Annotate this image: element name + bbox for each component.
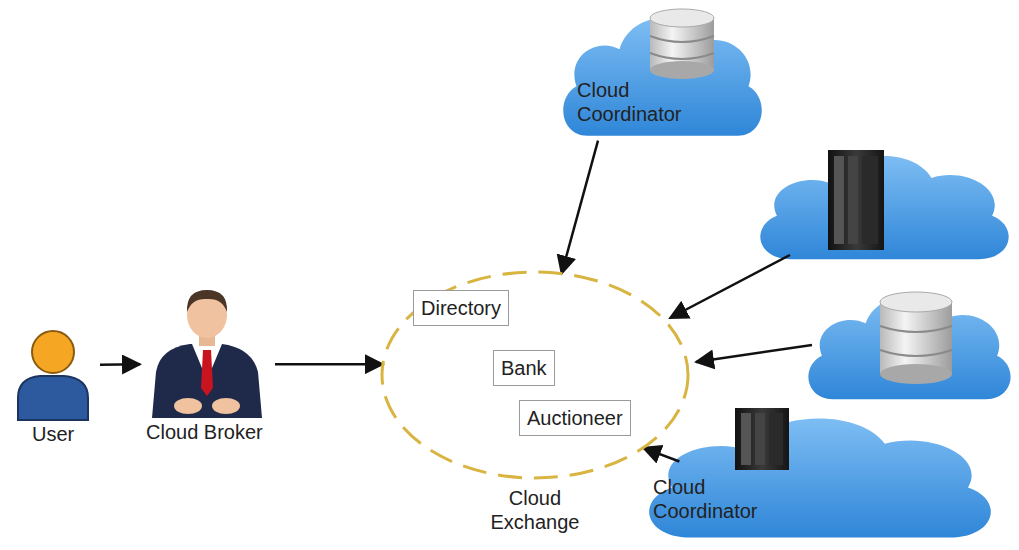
cloud-node: Cloud Coordinator (555, 0, 770, 148)
server-icon (828, 150, 884, 250)
node-label: Cloud Exchange (480, 486, 590, 534)
bank-box: Bank (493, 350, 555, 386)
node-label: User (32, 422, 74, 446)
exchange-ellipse: Cloud ExchangeDirectoryBankAuctioneer (380, 270, 690, 480)
node-label: Cloud Coordinator (653, 475, 783, 523)
broker-figure (152, 290, 262, 418)
figure-node: User (10, 330, 100, 450)
arrow-connector (100, 363, 140, 366)
box-label: Directory (421, 297, 501, 319)
arrow-connector (643, 448, 679, 462)
cloud-shape (649, 419, 991, 538)
arrow-line (696, 345, 812, 362)
arrow-connector (562, 141, 598, 274)
user-icon (18, 331, 88, 420)
arrow-line (670, 255, 790, 318)
cloud-shape (760, 156, 1008, 259)
database-icon (650, 9, 714, 79)
directory-box: Directory (413, 290, 509, 326)
node-label: Cloud Coordinator (577, 78, 707, 126)
cloud-node: Cloud Coordinator (635, 400, 1005, 550)
box-label: Bank (501, 357, 547, 379)
database-icon (880, 292, 952, 384)
server-icon (735, 408, 789, 470)
arrow-connector (275, 363, 383, 366)
cloud-shape (563, 18, 762, 135)
figure-node: Cloud Broker (140, 290, 275, 455)
auctioneer-box: Auctioneer (519, 400, 631, 436)
node-label: Cloud Broker (146, 420, 263, 444)
box-label: Auctioneer (527, 407, 623, 429)
